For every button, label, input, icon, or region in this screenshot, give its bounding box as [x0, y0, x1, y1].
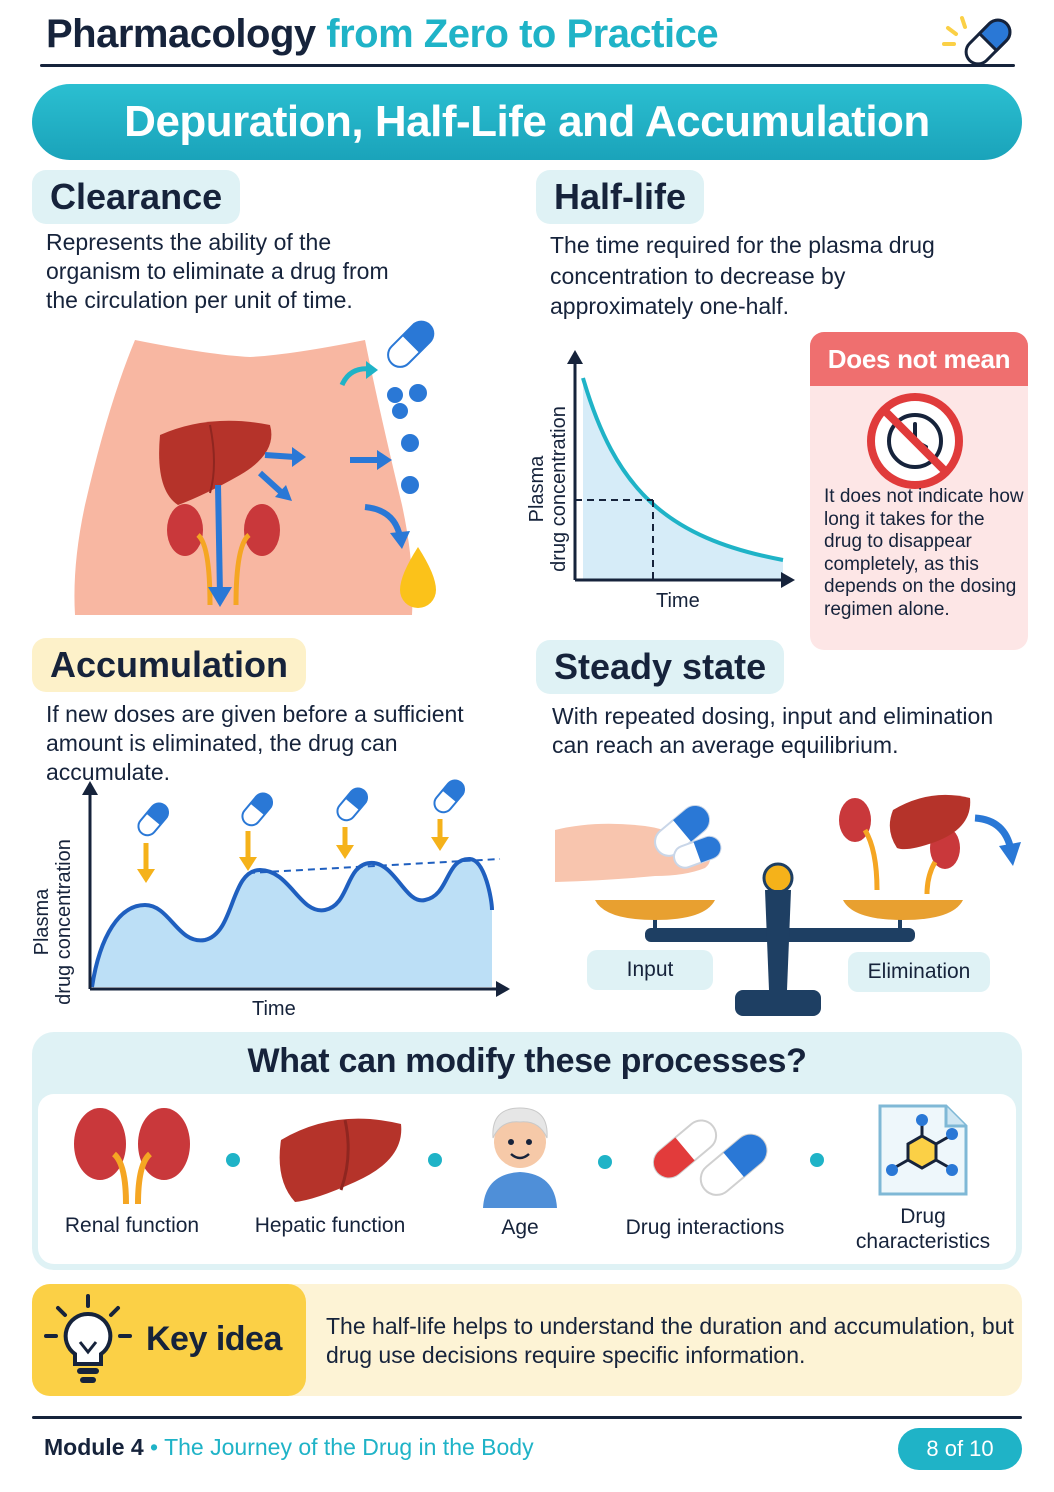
accumulation-ylabel-line1: Plasma	[31, 888, 53, 956]
footer-module: Module 4 • The Journey of the Drug in th…	[44, 1434, 534, 1461]
factor-renal-label: Renal function	[64, 1214, 200, 1237]
separator-dot	[598, 1155, 612, 1169]
footer-divider	[32, 1416, 1022, 1419]
elimination-label: Elimination	[848, 952, 990, 992]
separator-dot	[810, 1153, 824, 1167]
factor-drug-characteristics-line1: Drug	[900, 1205, 946, 1228]
lightbulb-icon	[44, 1294, 132, 1383]
does-not-mean-text: It does not indicate how long it takes f…	[824, 486, 1024, 620]
half-life-area	[583, 378, 783, 580]
dose-capsule-icon	[239, 792, 274, 871]
dose-capsule-icon	[137, 802, 170, 883]
factor-hepatic-label: Hepatic function	[254, 1214, 406, 1237]
footer-module-title: The Journey of the Drug in the Body	[164, 1434, 534, 1460]
accumulation-area	[92, 858, 492, 987]
clearance-heading: Clearance	[32, 170, 241, 224]
accumulation-ylabel-line2: drug concentration	[53, 839, 75, 1005]
elderly-person-icon	[483, 1107, 557, 1208]
accumulation-curve	[90, 856, 494, 988]
no-clock-icon	[867, 393, 963, 489]
body-elimination-illustration	[74, 320, 436, 615]
balance-scale-illustration	[555, 794, 1021, 1016]
dose-capsule-icon	[431, 779, 466, 851]
key-idea-label: Key idea	[146, 1320, 282, 1358]
dose-capsule-icon	[336, 787, 369, 859]
accumulation-text: If new doses are given before a sufficie…	[46, 701, 464, 785]
capsules-icon	[652, 1119, 768, 1196]
accumulation-xlabel: Time	[252, 998, 296, 1020]
factor-interactions-label: Drug interactions	[625, 1216, 785, 1239]
factor-age-label: Age	[501, 1216, 539, 1239]
half-life-xlabel: Time	[656, 590, 700, 612]
footer-separator: •	[143, 1434, 165, 1460]
half-life-curve	[581, 377, 784, 562]
accumulation-heading: Accumulation	[32, 638, 307, 692]
half-life-chart	[567, 350, 795, 588]
footer-module-number: Module 4	[44, 1434, 144, 1460]
liver-icon	[279, 1118, 402, 1202]
steady-state-text: With repeated dosing, input and eliminat…	[552, 703, 994, 758]
banner-title: Depuration, Half-Life and Accumulation	[32, 84, 1022, 160]
does-not-mean-title: Does not mean	[810, 332, 1028, 386]
header-divider	[40, 64, 1015, 67]
key-idea-text: The half-life helps to understand the du…	[326, 1313, 1014, 1368]
input-label: Input	[587, 950, 713, 990]
page-title: Pharmacology from Zero to Practice	[46, 12, 719, 57]
factor-drug-characteristics-label: Drug characteristics	[830, 1204, 1016, 1254]
factor-drug-characteristics-line2: characteristics	[855, 1230, 991, 1253]
half-life-ylabel-line1: Plasma	[526, 455, 548, 523]
half-life-ylabel-line2: drug concentration	[548, 406, 570, 572]
kidneys-icon	[74, 1108, 190, 1205]
page-indicator: 8 of 10	[898, 1428, 1022, 1470]
half-life-heading: Half-life	[536, 170, 705, 224]
separator-dot	[226, 1153, 240, 1167]
half-life-ylabel: Plasma drug concentration	[510, 395, 580, 575]
accumulation-chart	[82, 779, 510, 997]
molecule-document-icon	[878, 1104, 968, 1196]
title-part-2: from Zero to Practice	[326, 12, 719, 56]
steady-state-heading: Steady state	[536, 640, 785, 694]
half-life-text: The time required for the plasma drug co…	[550, 232, 935, 319]
header-capsule-icon	[942, 16, 1012, 66]
accumulation-ylabel: Plasma drug concentration	[22, 820, 82, 1010]
modify-title: What can modify these processes?	[247, 1042, 807, 1080]
clearance-text: Represents the ability of the organism t…	[46, 229, 389, 313]
title-part-1: Pharmacology	[46, 12, 316, 56]
does-not-mean-box: Does not mean	[810, 332, 1028, 650]
separator-dot	[428, 1153, 442, 1167]
